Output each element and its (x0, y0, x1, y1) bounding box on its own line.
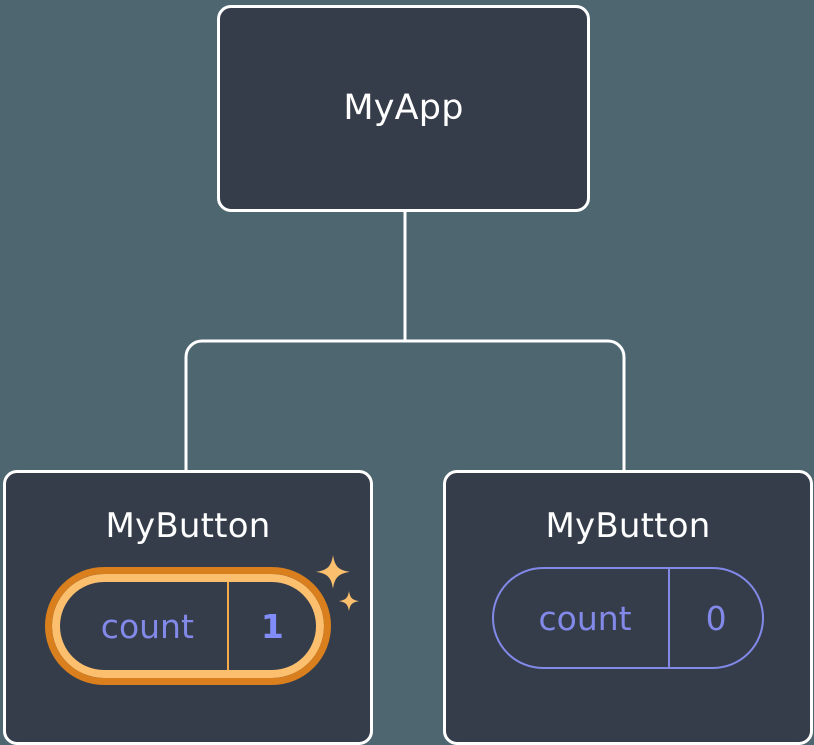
sparkle-large-icon (316, 555, 350, 589)
state-key-1: count (100, 606, 194, 646)
node-myapp[interactable]: MyApp (217, 5, 590, 212)
state-pill-divider-2 (668, 569, 671, 667)
node-title-myapp: MyApp (343, 88, 464, 128)
state-key-2: count (538, 598, 632, 638)
node-mybutton-2[interactable]: MyButton count 0 (443, 470, 813, 745)
state-pill-divider-1 (226, 582, 229, 670)
node-title-mybutton-1: MyButton (105, 506, 271, 546)
state-pill-count-1[interactable]: count 1 (45, 567, 331, 685)
state-pill-inner-1: count 1 (60, 582, 316, 670)
state-pill-wrap-1: count 1 (45, 555, 360, 685)
node-mybutton-1[interactable]: MyButton count 1 (3, 470, 373, 745)
node-title-mybutton-2: MyButton (545, 506, 711, 546)
state-pill-count-2[interactable]: count 0 (492, 567, 764, 669)
connector-branch-bus (184, 339, 626, 470)
state-pill-wrap-2: count 0 (492, 567, 764, 669)
state-value-1: 1 (260, 606, 284, 646)
state-value-2: 0 (705, 598, 727, 638)
sparkle-small-icon (338, 591, 360, 612)
state-pill-inner-2: count 0 (494, 569, 762, 667)
